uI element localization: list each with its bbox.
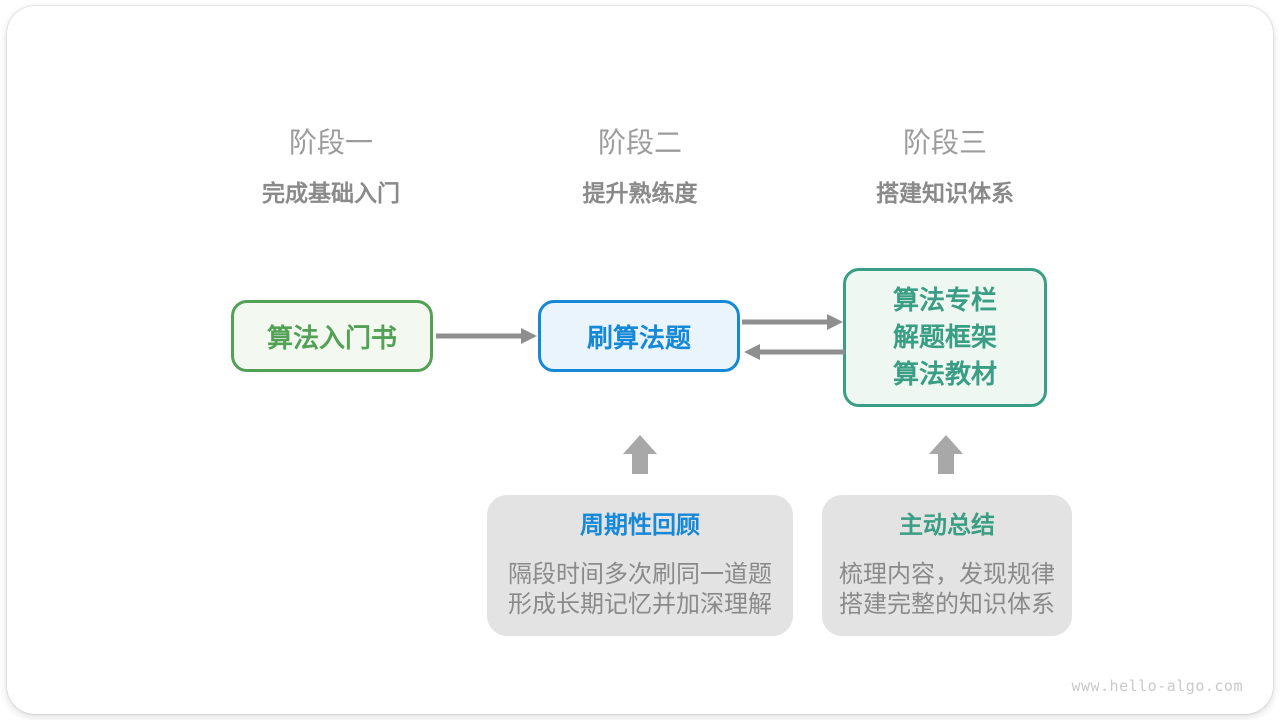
stage-2-header: 阶段二 提升熟练度 (500, 127, 780, 208)
node-practice: 刷算法题 (538, 300, 740, 372)
node-intro-book: 算法入门书 (231, 300, 433, 372)
node-knowledge-line-3: 算法教材 (892, 359, 997, 389)
callout-active-summary: 主动总结 梳理内容，发现规律 搭建完整的知识体系 (822, 495, 1072, 636)
callout-active-summary-title: 主动总结 (899, 512, 995, 539)
node-knowledge-line-2: 解题框架 (892, 322, 997, 352)
stage-2-subtitle: 提升熟练度 (582, 180, 698, 206)
callout-active-summary-line-1: 梳理内容，发现规律 (839, 561, 1055, 588)
node-knowledge: 算法专栏 解题框架 算法教材 (843, 268, 1047, 407)
node-intro-book-label: 算法入门书 (266, 322, 397, 353)
stage-3-subtitle: 搭建知识体系 (876, 180, 1014, 206)
callout-periodic-review-line-2: 形成长期记忆并加深理解 (508, 591, 772, 618)
node-knowledge-line-1: 算法专栏 (892, 285, 997, 315)
stage-1-subtitle: 完成基础入门 (262, 180, 400, 206)
callout-active-summary-line-2: 搭建完整的知识体系 (839, 591, 1055, 618)
site-watermark: www.hello-algo.com (1071, 677, 1243, 695)
stage-3-header: 阶段三 搭建知识体系 (805, 127, 1085, 208)
callout-periodic-review: 周期性回顾 隔段时间多次刷同一道题 形成长期记忆并加深理解 (487, 495, 793, 636)
callout-periodic-review-line-1: 隔段时间多次刷同一道题 (508, 561, 772, 588)
stage-3-label: 阶段三 (902, 127, 987, 158)
stage-2-label: 阶段二 (597, 127, 682, 158)
node-practice-label: 刷算法题 (586, 322, 691, 353)
stage-1-label: 阶段一 (288, 127, 373, 158)
callout-periodic-review-title: 周期性回顾 (580, 512, 700, 539)
stage-1-header: 阶段一 完成基础入门 (191, 127, 471, 208)
